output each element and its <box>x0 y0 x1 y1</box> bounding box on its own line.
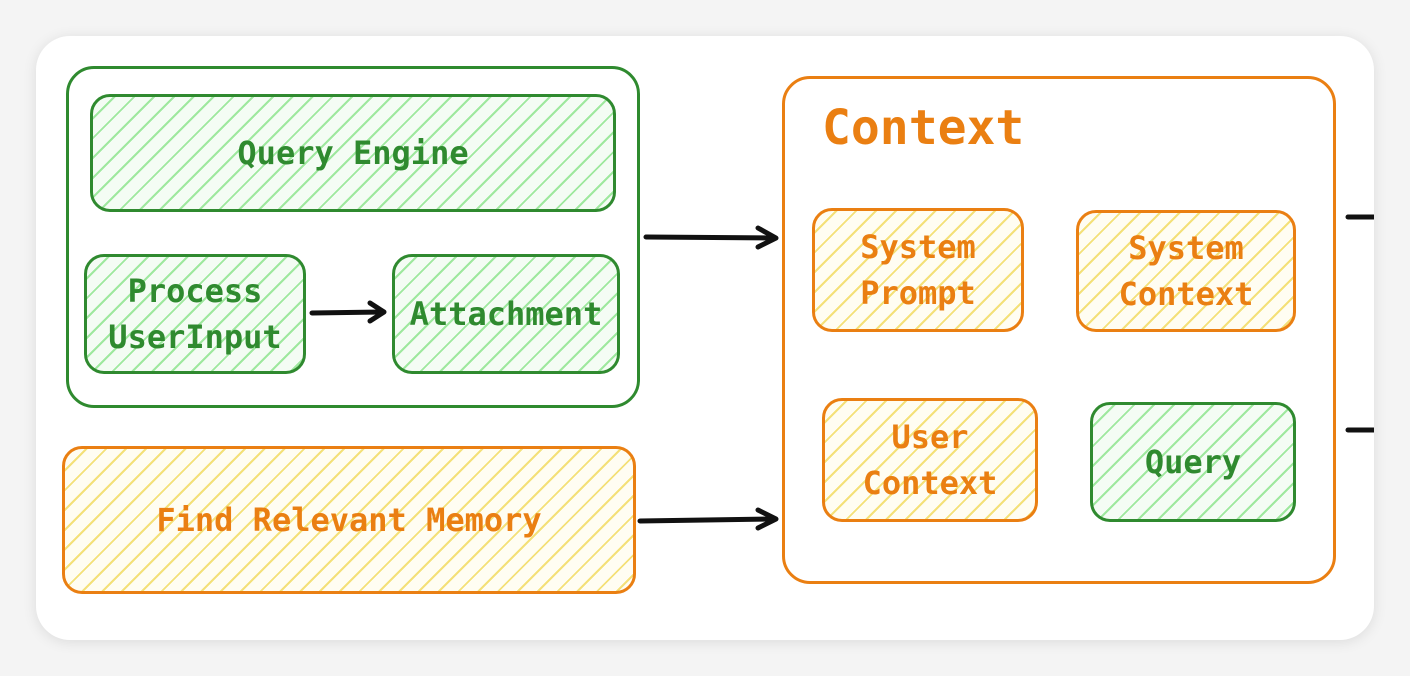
arrow-engine-to-context <box>643 225 779 250</box>
arrow-memory-to-context <box>637 507 779 531</box>
system-context-box: System Context <box>1076 210 1296 332</box>
find-relevant-memory-box: Find Relevant Memory <box>62 446 636 594</box>
find-relevant-memory-label: Find Relevant Memory <box>156 501 542 539</box>
context-title: Context <box>822 100 1025 156</box>
diagram-canvas: Query Engine Process UserInput Attachmen… <box>36 36 1374 640</box>
process-user-input-box: Process UserInput <box>84 254 306 374</box>
process-user-input-label: Process UserInput <box>108 272 282 356</box>
query-label: Query <box>1144 443 1242 481</box>
query-box: Query <box>1090 402 1296 522</box>
user-context-label: User Context <box>862 418 998 502</box>
attachment-box: Attachment <box>392 254 620 374</box>
query-engine-group <box>66 66 640 408</box>
user-context-box: User Context <box>822 398 1038 522</box>
system-context-label: System Context <box>1118 229 1254 313</box>
query-engine-label: Query Engine <box>237 134 469 172</box>
arrow-process-to-attachment <box>309 300 387 324</box>
system-prompt-label: System Prompt <box>860 228 976 312</box>
attachment-label: Attachment <box>409 295 603 333</box>
system-prompt-box: System Prompt <box>812 208 1024 332</box>
connector-layer <box>309 214 1374 531</box>
context-group <box>782 76 1336 584</box>
query-engine-box: Query Engine <box>90 94 616 212</box>
